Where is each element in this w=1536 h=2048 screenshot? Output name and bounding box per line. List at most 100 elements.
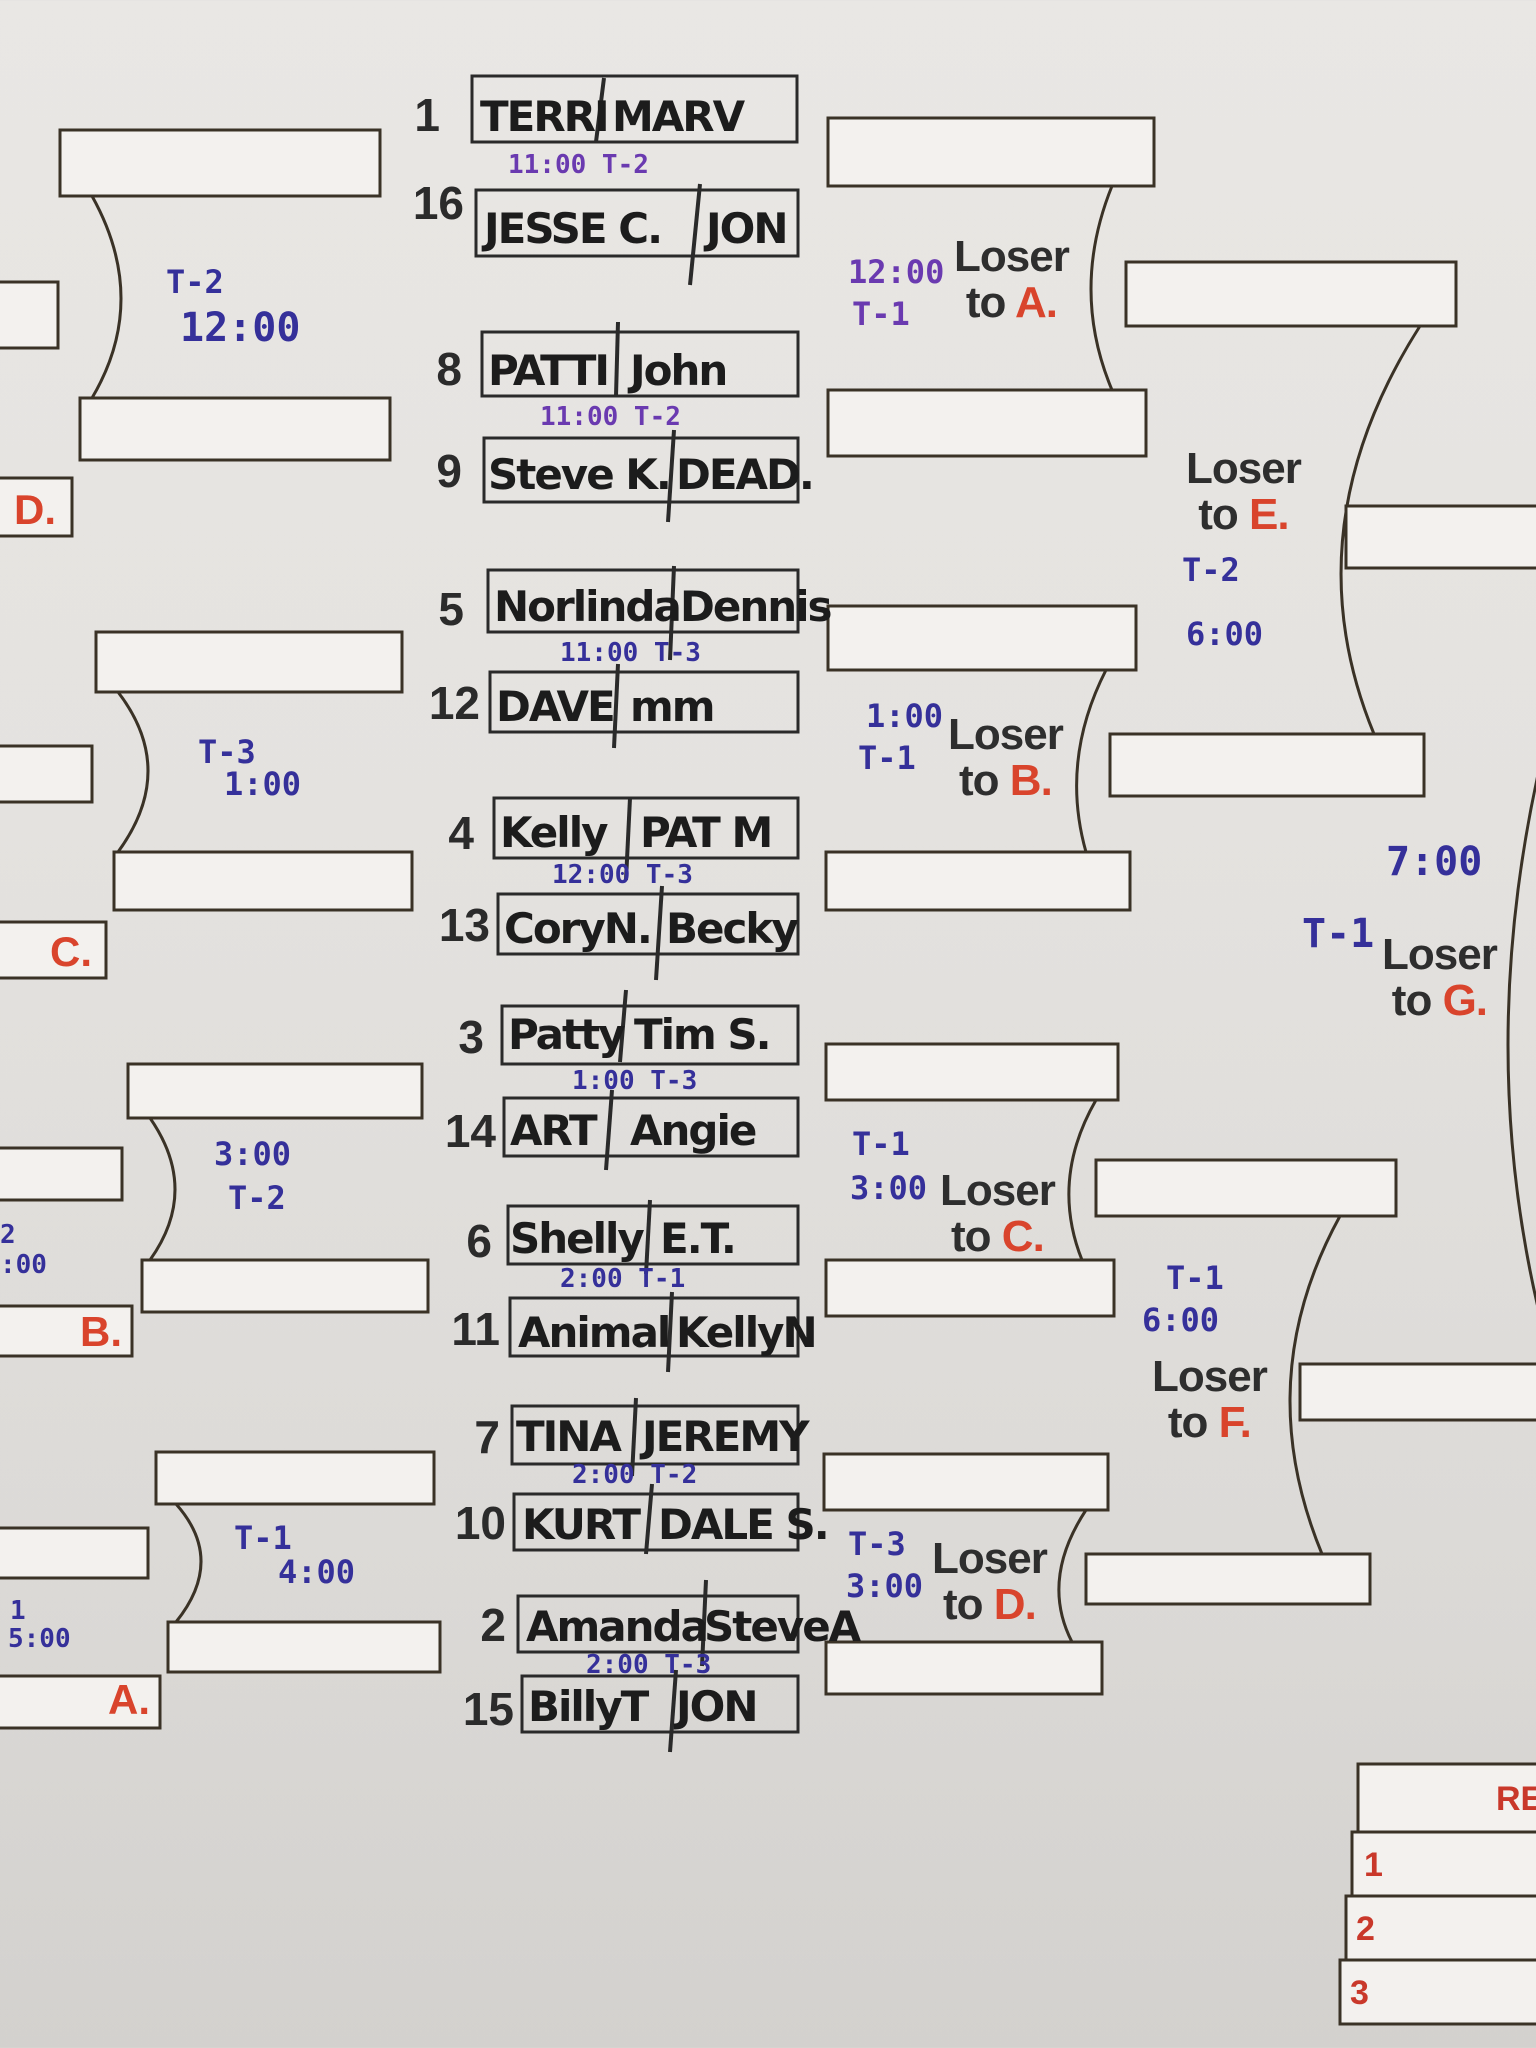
round2-table-note: T-3 [198,733,256,771]
match-time-note: 2:00 T-2 [572,1460,698,1490]
team-name: TERRI [480,92,610,141]
team-name: Animal [518,1308,671,1357]
results-row-number: 3 [1350,1974,1369,2012]
seed-number: 13 [438,899,490,951]
team-name: Tim S. [634,1010,772,1059]
edge-note: 1 [10,1596,26,1626]
team-name: Kelly [500,808,608,857]
team-name: DAVE [496,682,616,731]
seed-number: 7 [474,1411,500,1463]
round2-time-note: 3:00 [214,1135,292,1173]
team-name: JEREMY [642,1412,810,1461]
loser-label-a: Loser to A. [954,232,1070,328]
team-name: Shelly [510,1214,645,1263]
team-name: ART [510,1106,598,1155]
team-name: CoryN. [504,904,653,953]
loser-note: 3:00 [846,1567,924,1605]
loser-note: 7:00 [1386,839,1483,885]
team-name: PAT M [640,808,773,857]
seed-number: 16 [412,177,464,229]
team-name: Dennis [680,582,833,631]
team-name: mm [630,682,716,731]
loser-note: T-1 [1302,911,1375,957]
round2-table-note: T-2 [166,263,224,301]
loser-note: 12:00 [848,253,945,291]
team-name: Becky [666,904,799,953]
team-name: PATTI [488,346,610,395]
match-time-note: 2:00 T-3 [586,1650,712,1680]
loser-label-b: Loser to B. [948,710,1064,806]
loser-label-f: Loser to F. [1152,1352,1268,1448]
loser-text: Loser [1382,930,1498,979]
team-name: TINA [516,1412,622,1461]
loser-note: T-1 [1166,1259,1224,1297]
seed-number: 15 [462,1683,514,1735]
edge-note: :00 [0,1250,47,1280]
match-time-note: 1:00 T-3 [572,1066,698,1096]
match-time-note: 12:00 T-3 [552,860,693,890]
loser-text: Loser [954,232,1070,281]
loser-text: Loser [1152,1352,1268,1401]
loser-destination: to D. [943,1580,1037,1630]
loser-text: Loser [948,710,1064,759]
team-name: BillyT [528,1682,649,1731]
team-name: Steve K. [488,450,672,499]
team-name: KURT [522,1500,641,1549]
loser-note: 6:00 [1186,615,1264,653]
loser-label-g: Loser to G. [1382,930,1498,1026]
edge-note: 2 [0,1220,16,1250]
team-name: JESSE C. [484,204,663,253]
bracket-letter-label: C. [50,928,92,975]
team-name: DEAD. [676,450,815,499]
loser-note: T-1 [852,1125,910,1163]
round2-time-note: 4:00 [278,1553,356,1591]
seed-number: 3 [458,1011,484,1063]
team-name: SteveA [704,1602,861,1651]
results-row-number: 2 [1356,1910,1375,1948]
edge-note: 5:00 [8,1624,71,1654]
seed-number: 9 [436,445,462,497]
loser-note: T-3 [848,1525,906,1563]
round2-time-note: 1:00 [224,765,302,803]
seed-number: 10 [454,1497,506,1549]
seed-number: 4 [448,807,474,859]
round2-table-note: T-2 [228,1179,286,1217]
team-name: Patty [508,1010,626,1059]
team-name: E.T. [660,1214,737,1263]
loser-note: 1:00 [866,697,944,735]
team-name: MARV [612,92,745,141]
bracket-letter-label: B. [80,1308,122,1355]
loser-note: T-1 [852,295,910,333]
loser-destination: to F. [1167,1398,1252,1448]
team-name: DALE S. [658,1500,830,1549]
loser-text: Loser [940,1166,1056,1215]
loser-label-c: Loser to C. [940,1166,1056,1262]
team-name: Amanda [526,1602,709,1651]
team-name: Norlinda [494,582,682,631]
seed-number: 14 [444,1105,496,1157]
seed-number: 12 [428,677,480,729]
loser-note: T-2 [1182,551,1240,589]
loser-destination: to G. [1391,976,1488,1026]
loser-note: T-1 [858,739,916,777]
match-time-note: 11:00 T-2 [540,402,681,432]
bracket-letter-label: A. [108,1676,150,1723]
bracket-letter-label: D. [14,486,56,533]
loser-note: 3:00 [850,1169,928,1207]
results-header: RE [1496,1780,1536,1818]
seed-number: 8 [436,343,462,395]
seed-number: 6 [466,1215,492,1267]
loser-destination: to B. [959,756,1053,806]
round2-table-note: T-1 [234,1519,292,1557]
loser-destination: to A. [965,278,1058,328]
seed-number: 1 [414,89,440,141]
team-name: John [630,346,728,395]
loser-text: Loser [932,1534,1048,1583]
loser-destination: to C. [951,1212,1045,1262]
match-time-note: 11:00 T-2 [508,150,649,180]
results-row-number: 1 [1364,1846,1383,1884]
round2-time-note: 12:00 [180,305,301,351]
seed-number: 5 [438,583,464,635]
